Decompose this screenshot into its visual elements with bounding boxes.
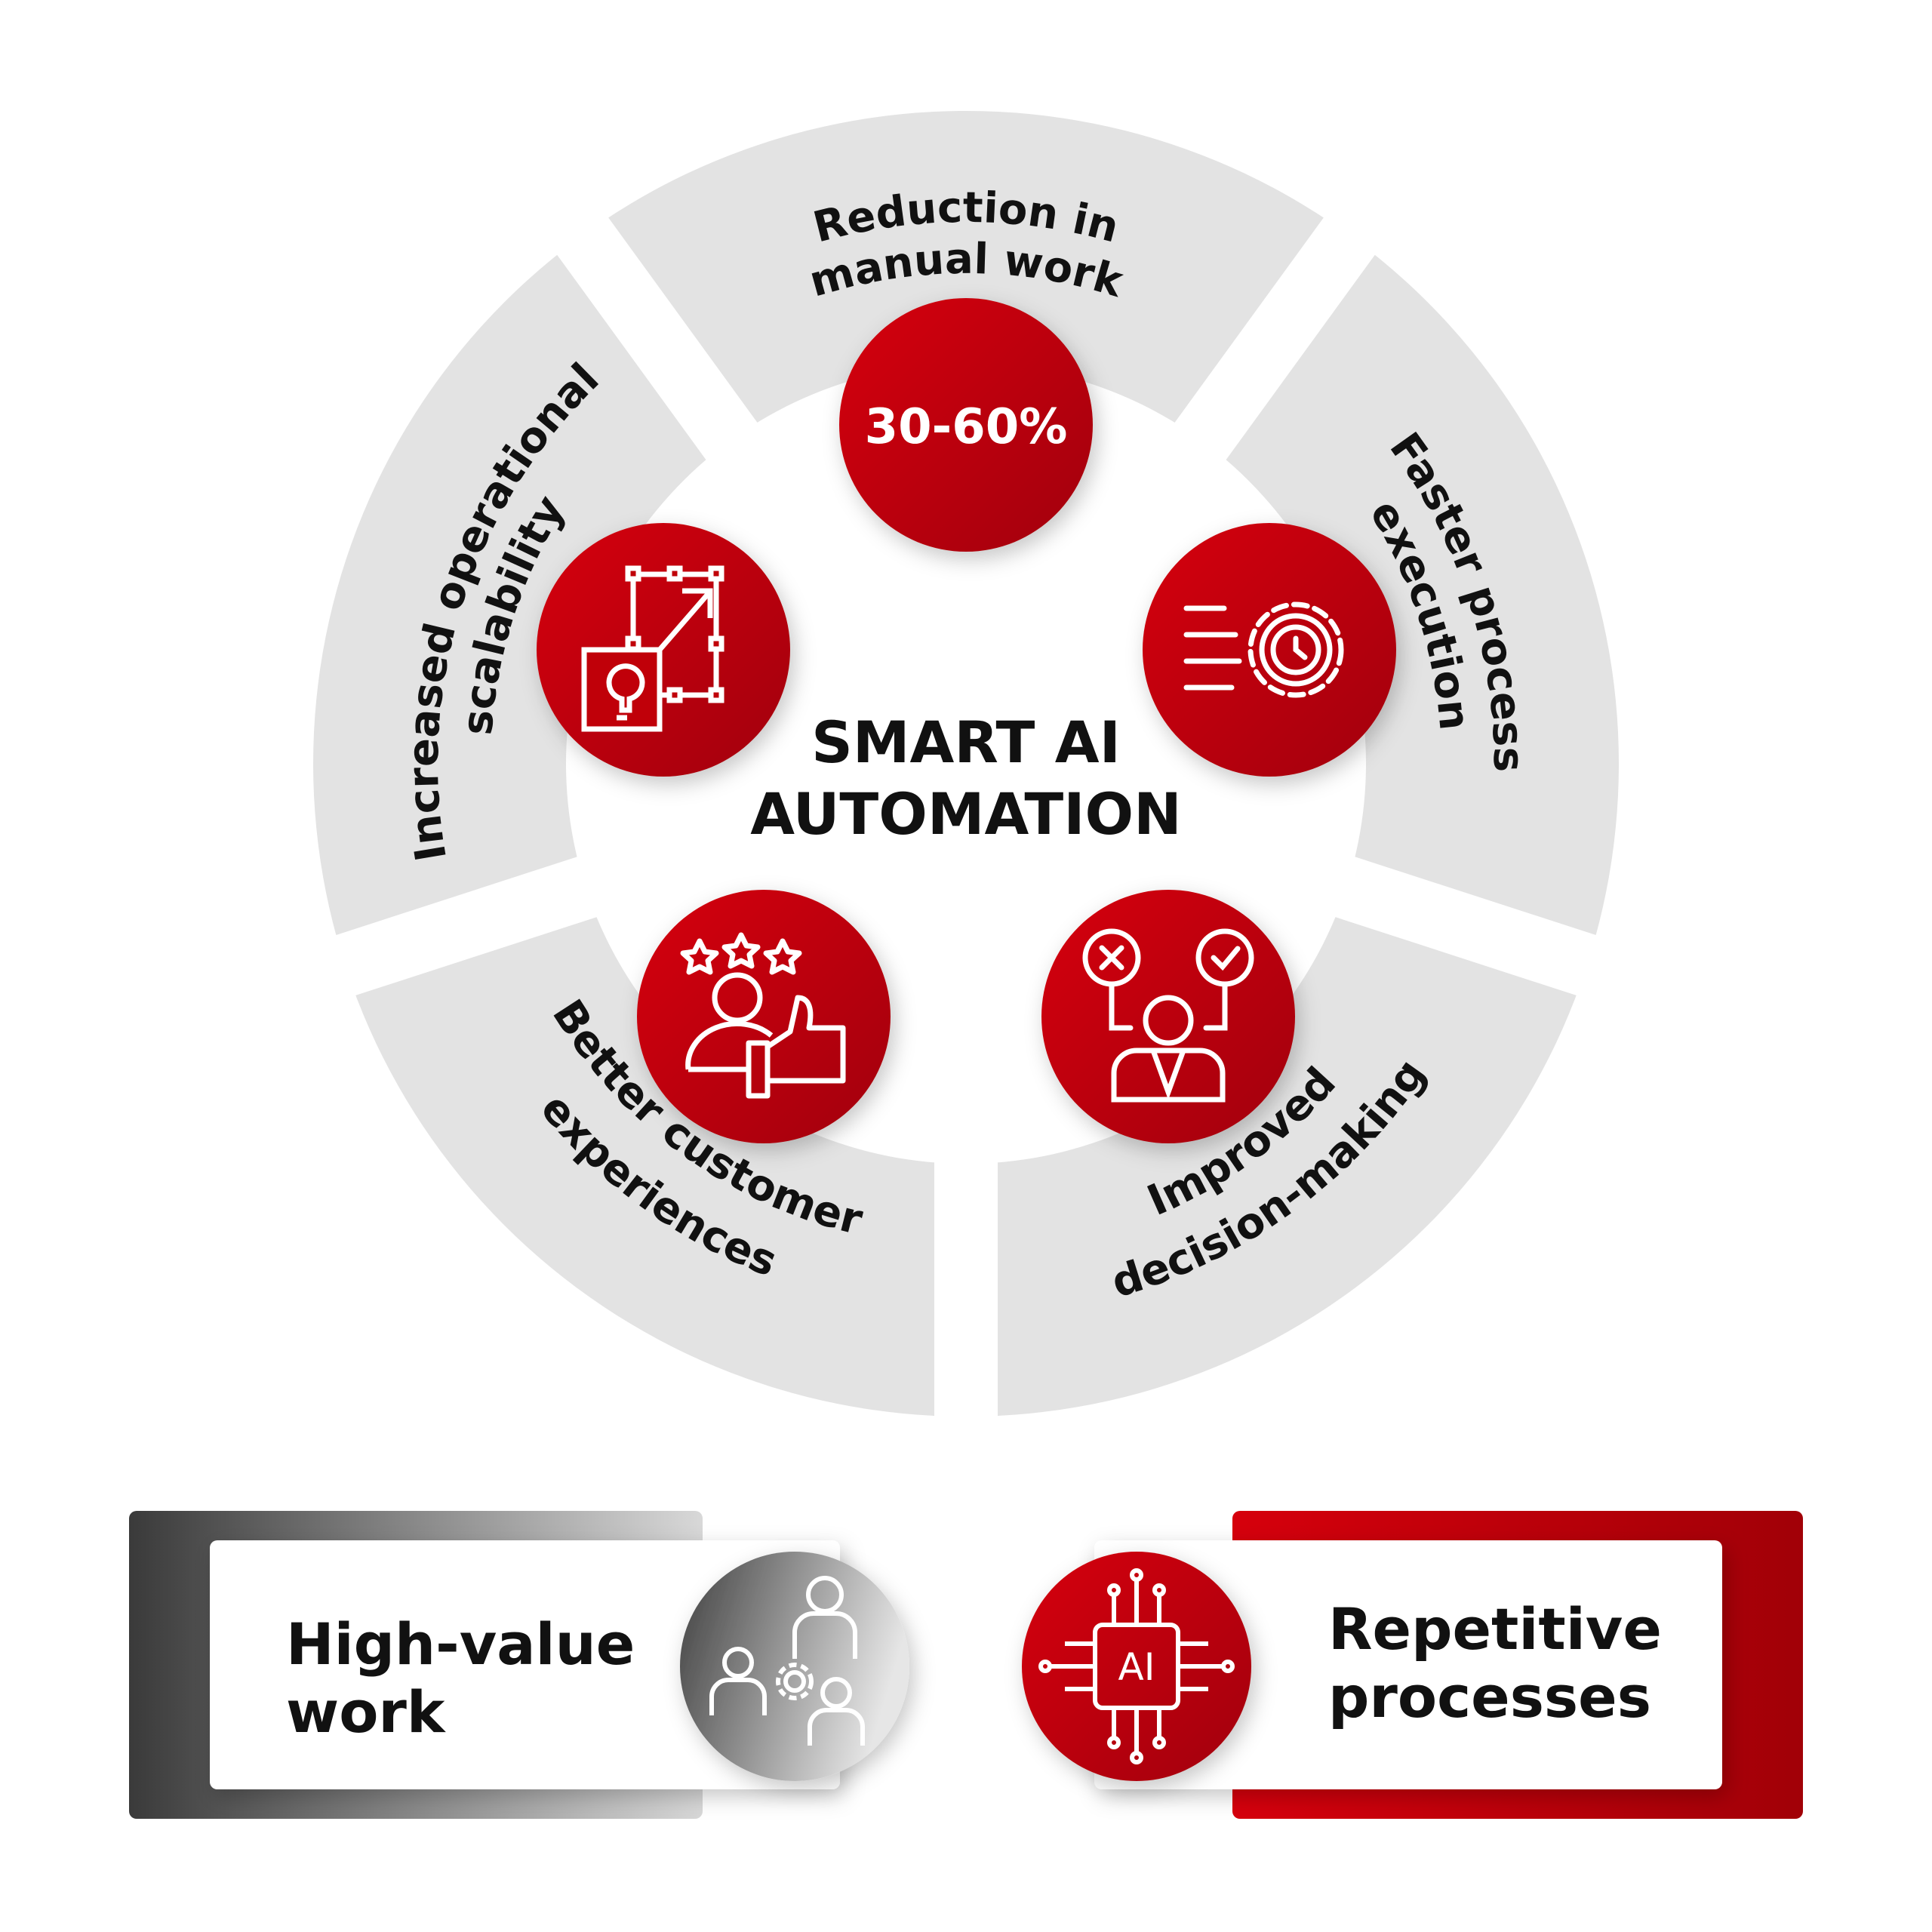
team-gear-icon	[680, 1552, 909, 1781]
reduction-percentage: 30-60%	[865, 399, 1068, 455]
person-thumbs-up-stars-icon	[637, 890, 891, 1143]
repetitive-line1: Repetitive	[1328, 1595, 1662, 1663]
high-value-work-card: High-value work	[129, 1511, 909, 1819]
scale-up-lightbulb-icon	[537, 523, 790, 777]
high-value-line1: High-value	[286, 1611, 635, 1678]
center-title-line1: SMART AI	[811, 709, 1121, 776]
high-value-line2: work	[286, 1678, 446, 1746]
repetitive-processes-card: Repetitive processes AI	[1022, 1511, 1803, 1819]
center-title-line2: AUTOMATION	[750, 780, 1182, 848]
badge-reduction: 30-60%	[839, 298, 1093, 552]
ai-chip-icon: AI	[1022, 1552, 1251, 1781]
person-decision-icon	[1041, 890, 1295, 1143]
repetitive-line2: processes	[1328, 1663, 1651, 1730]
ai-chip-label: AI	[1118, 1645, 1155, 1689]
gear-clock-speed-icon	[1143, 523, 1396, 777]
